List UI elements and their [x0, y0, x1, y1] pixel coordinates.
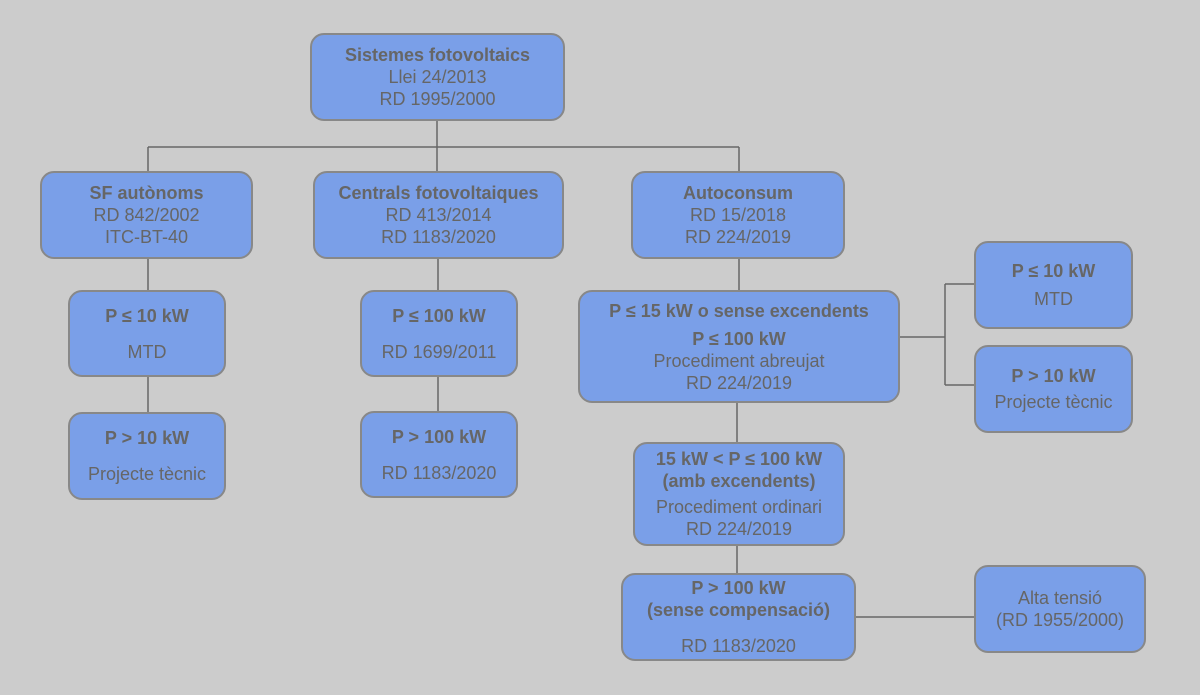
connector-autoconsum	[736, 258, 740, 573]
connector-branch-right	[900, 283, 974, 386]
node-title: P > 10 kW	[1011, 366, 1096, 386]
node-text: Procediment ordinari	[655, 497, 823, 517]
node-text: RD 15/2018	[689, 205, 787, 225]
node-text: RD 413/2014	[385, 205, 492, 225]
node-autoconsum-ordinari: 15 kW < P ≤ 100 kW (amb excendents) Proc…	[633, 442, 845, 546]
node-text: RD 224/2019	[684, 227, 792, 247]
node-text: RD 1183/2020	[681, 636, 796, 656]
node-text: RD 1183/2020	[381, 227, 496, 247]
node-text: RD 224/2019	[685, 519, 793, 539]
node-text: RD 1995/2000	[379, 89, 496, 109]
node-title: 15 kW < P ≤ 100 kW	[655, 449, 823, 469]
node-title: P > 10 kW	[104, 428, 190, 448]
node-title: P > 100 kW	[691, 578, 786, 598]
node-title: P ≤ 15 kW o sense excendents	[609, 300, 869, 321]
node-text: Projecte tècnic	[994, 392, 1113, 412]
node-title: P ≤ 100 kW	[392, 305, 486, 326]
node-text: Alta tensió	[1017, 588, 1103, 608]
node-centrals-fotovoltaiques: Centrals fotovoltaiques RD 413/2014 RD 1…	[313, 171, 564, 259]
node-title: P > 100 kW	[391, 426, 487, 447]
node-text: Projecte tècnic	[87, 464, 207, 484]
node-autoconsum-sense-compensacio: P > 100 kW (sense compensació) RD 1183/2…	[621, 573, 856, 661]
node-alta-tensio: Alta tensió (RD 1955/2000)	[974, 565, 1146, 653]
node-autonoms-high: P > 10 kW Projecte tècnic	[68, 412, 226, 500]
node-text: RD 224/2019	[685, 372, 793, 393]
node-subtitle: P ≤ 100 kW	[692, 328, 786, 349]
node-text: MTD	[127, 341, 167, 362]
connector-root	[147, 120, 740, 171]
node-text: MTD	[1034, 289, 1073, 309]
node-autoconsum-abreujat: P ≤ 15 kW o sense excendents P ≤ 100 kW …	[578, 290, 900, 403]
node-title: Centrals fotovoltaiques	[338, 183, 539, 203]
node-title: P ≤ 10 kW	[1011, 261, 1096, 281]
node-centrals-high: P > 100 kW RD 1183/2020	[360, 411, 518, 498]
node-text: ITC-BT-40	[104, 227, 188, 247]
node-subtitle: (amb excendents)	[662, 471, 816, 491]
node-text: Procediment abreujat	[653, 350, 825, 371]
node-autoconsum: Autoconsum RD 15/2018 RD 224/2019	[631, 171, 845, 259]
node-sf-autonoms: SF autònoms RD 842/2002 ITC-BT-40	[40, 171, 253, 259]
node-title: P ≤ 10 kW	[105, 305, 189, 326]
node-text: RD 842/2002	[93, 205, 200, 225]
node-autoconsum-projecte: P > 10 kW Projecte tècnic	[974, 345, 1133, 433]
node-title: Sistemes fotovoltaics	[344, 45, 531, 65]
node-autonoms-low: P ≤ 10 kW MTD	[68, 290, 226, 377]
node-title: SF autònoms	[89, 183, 204, 203]
node-centrals-low: P ≤ 100 kW RD 1699/2011	[360, 290, 518, 377]
node-text: RD 1183/2020	[381, 462, 497, 483]
node-text: Llei 24/2013	[388, 67, 487, 87]
node-sistemes-fotovoltaics: Sistemes fotovoltaics Llei 24/2013 RD 19…	[310, 33, 565, 121]
node-text: RD 1699/2011	[381, 341, 497, 362]
node-autoconsum-mtd: P ≤ 10 kW MTD	[974, 241, 1133, 329]
node-subtitle: (sense compensació)	[646, 600, 831, 620]
node-title: Autoconsum	[683, 183, 793, 203]
node-text: (RD 1955/2000)	[995, 610, 1125, 630]
